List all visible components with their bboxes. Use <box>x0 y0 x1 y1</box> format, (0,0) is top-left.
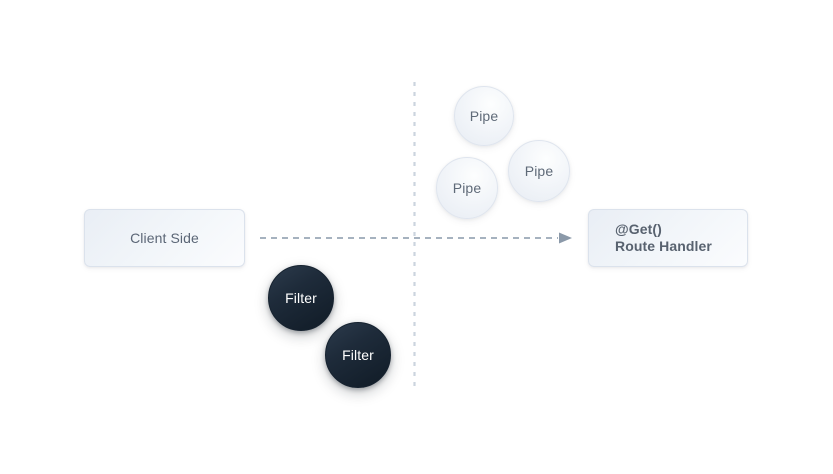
pipe-label: Pipe <box>452 180 482 196</box>
pipe-node-2[interactable]: Pipe <box>436 157 498 219</box>
pipe-label: Pipe <box>524 163 554 179</box>
filter-node-1[interactable]: Filter <box>268 265 334 331</box>
route-handler-box[interactable]: @Get() Route Handler <box>588 209 748 267</box>
route-handler-decorator-label: @Get() <box>615 221 662 237</box>
route-handler-label-stack: @Get() Route Handler <box>615 221 712 255</box>
request-flow-arrow <box>260 232 572 244</box>
client-side-box[interactable]: Client Side <box>84 209 245 267</box>
filter-label: Filter <box>285 290 317 306</box>
filter-label: Filter <box>342 347 374 363</box>
filter-node-2[interactable]: Filter <box>325 322 391 388</box>
vertical-boundary-line <box>413 82 416 390</box>
pipe-label: Pipe <box>469 108 499 124</box>
pipe-node-3[interactable]: Pipe <box>508 140 570 202</box>
client-side-label: Client Side <box>130 230 199 246</box>
route-handler-title-label: Route Handler <box>615 238 712 254</box>
pipe-node-1[interactable]: Pipe <box>454 86 514 146</box>
